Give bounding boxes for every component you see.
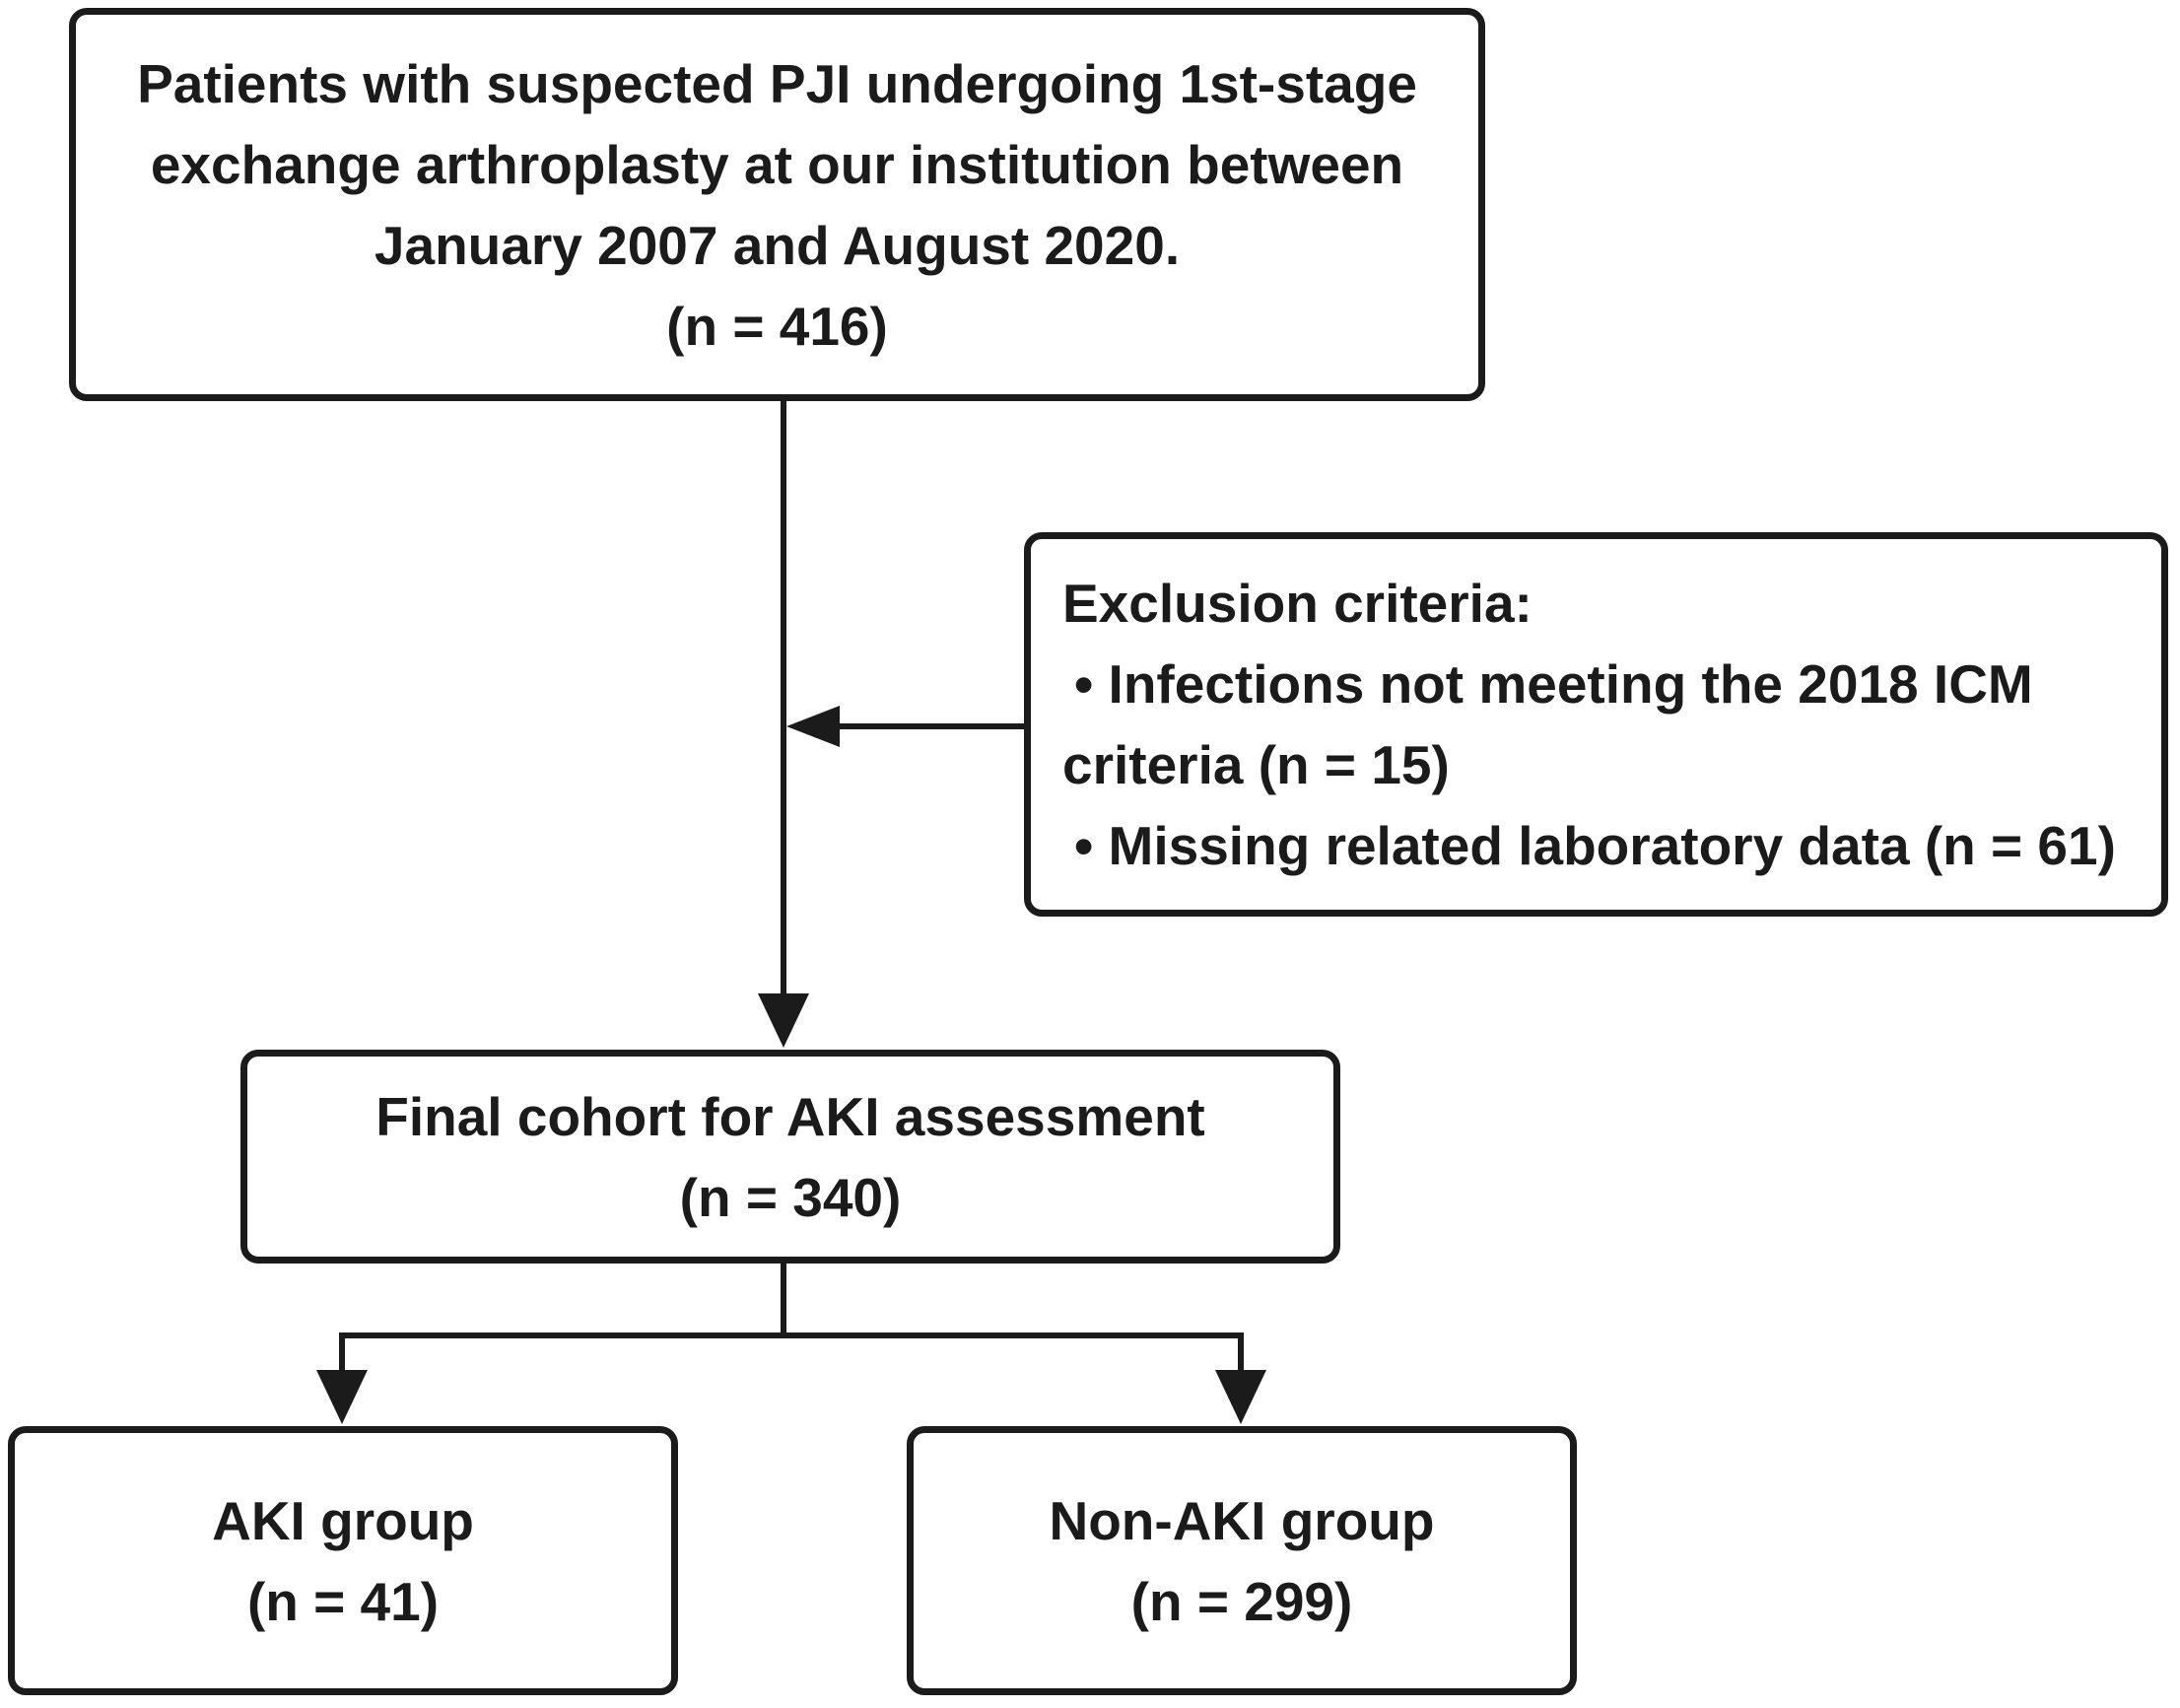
node-text-line: Final cohort for AKI assessment (375, 1085, 1205, 1147)
node-final-cohort: Final cohort for AKI assessment (n = 340… (240, 1050, 1340, 1264)
node-text-line: January 2007 and August 2020. (374, 214, 1181, 276)
node-non-aki-group: Non-AKI group (n = 299) (907, 1426, 1577, 1695)
node-text-line: Patients with suspected PJI undergoing 1… (137, 52, 1417, 114)
arrowhead-down-into-aki-icon (316, 1370, 368, 1424)
connector-exclusion-to-main (838, 723, 1027, 729)
exclusion-bullet-item: • Infections not meeting the 2018 ICM (1074, 653, 2033, 715)
node-count-line: (n = 299) (1130, 1570, 1353, 1632)
connector-branch-to-aki (339, 1332, 345, 1374)
exclusion-heading: Exclusion criteria: (1062, 573, 1533, 634)
node-count-line: (n = 416) (666, 295, 888, 357)
exclusion-bullet-item-continuation: criteria (n = 15) (1062, 734, 1450, 795)
connector-final-to-branch (781, 1262, 786, 1338)
node-count-line: (n = 340) (679, 1166, 902, 1228)
node-text-line: AKI group (212, 1489, 474, 1551)
node-aki-group: AKI group (n = 41) (8, 1426, 678, 1695)
connector-initial-to-final (781, 399, 786, 995)
node-exclusion-criteria: Exclusion criteria: • Infections not mee… (1024, 532, 2168, 917)
node-initial-cohort: Patients with suspected PJI undergoing 1… (69, 8, 1485, 401)
connector-branch-horizontal (339, 1332, 1244, 1338)
node-count-line: (n = 41) (246, 1570, 440, 1632)
node-text-line: Non-AKI group (1049, 1489, 1435, 1551)
exclusion-bullet-item: • Missing related laboratory data (n = 6… (1074, 815, 2116, 876)
arrowhead-down-into-final-icon (758, 993, 809, 1048)
node-text-line: exchange arthroplasty at our institution… (150, 133, 1404, 195)
arrowhead-down-into-non-aki-icon (1215, 1370, 1266, 1424)
connector-branch-to-non-aki (1238, 1332, 1244, 1374)
arrowhead-left-into-main-icon (786, 706, 840, 747)
